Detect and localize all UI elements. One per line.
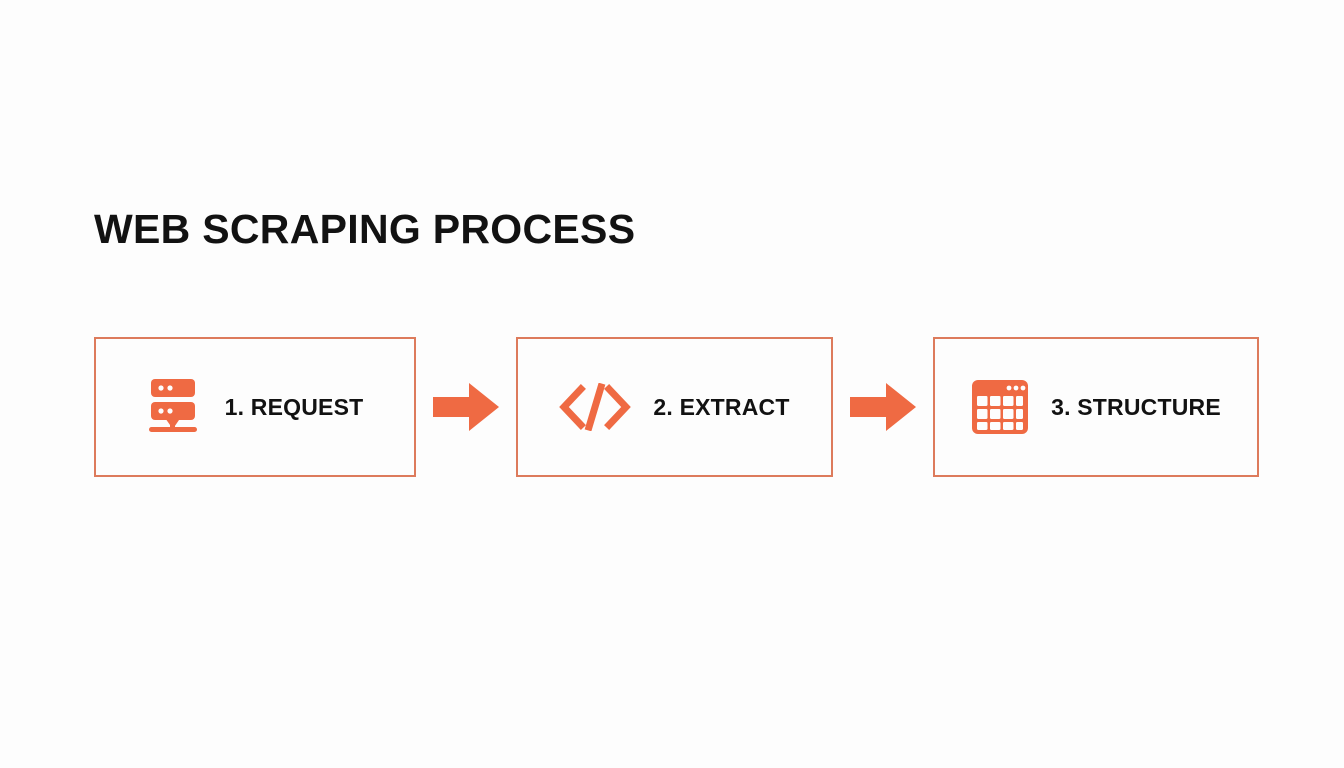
process-flow: 1. REQUEST 2. EXTRACT [94, 337, 1259, 477]
step-label-structure: 3. STRUCTURE [1051, 393, 1221, 420]
arrow-right-icon [433, 381, 499, 433]
arrow-right-icon [850, 381, 916, 433]
connector-1 [416, 337, 516, 477]
code-brackets-icon [559, 382, 632, 432]
server-stack-icon [147, 377, 203, 437]
step-box-request[interactable]: 1. REQUEST [94, 337, 416, 477]
step-label-extract: 2. EXTRACT [653, 393, 790, 420]
step-box-structure[interactable]: 3. STRUCTURE [933, 337, 1259, 477]
connector-2 [833, 337, 933, 477]
table-grid-icon [971, 379, 1029, 435]
page-title: WEB SCRAPING PROCESS [94, 206, 636, 252]
step-box-extract[interactable]: 2. EXTRACT [516, 337, 833, 477]
step-label-request: 1. REQUEST [224, 393, 364, 420]
